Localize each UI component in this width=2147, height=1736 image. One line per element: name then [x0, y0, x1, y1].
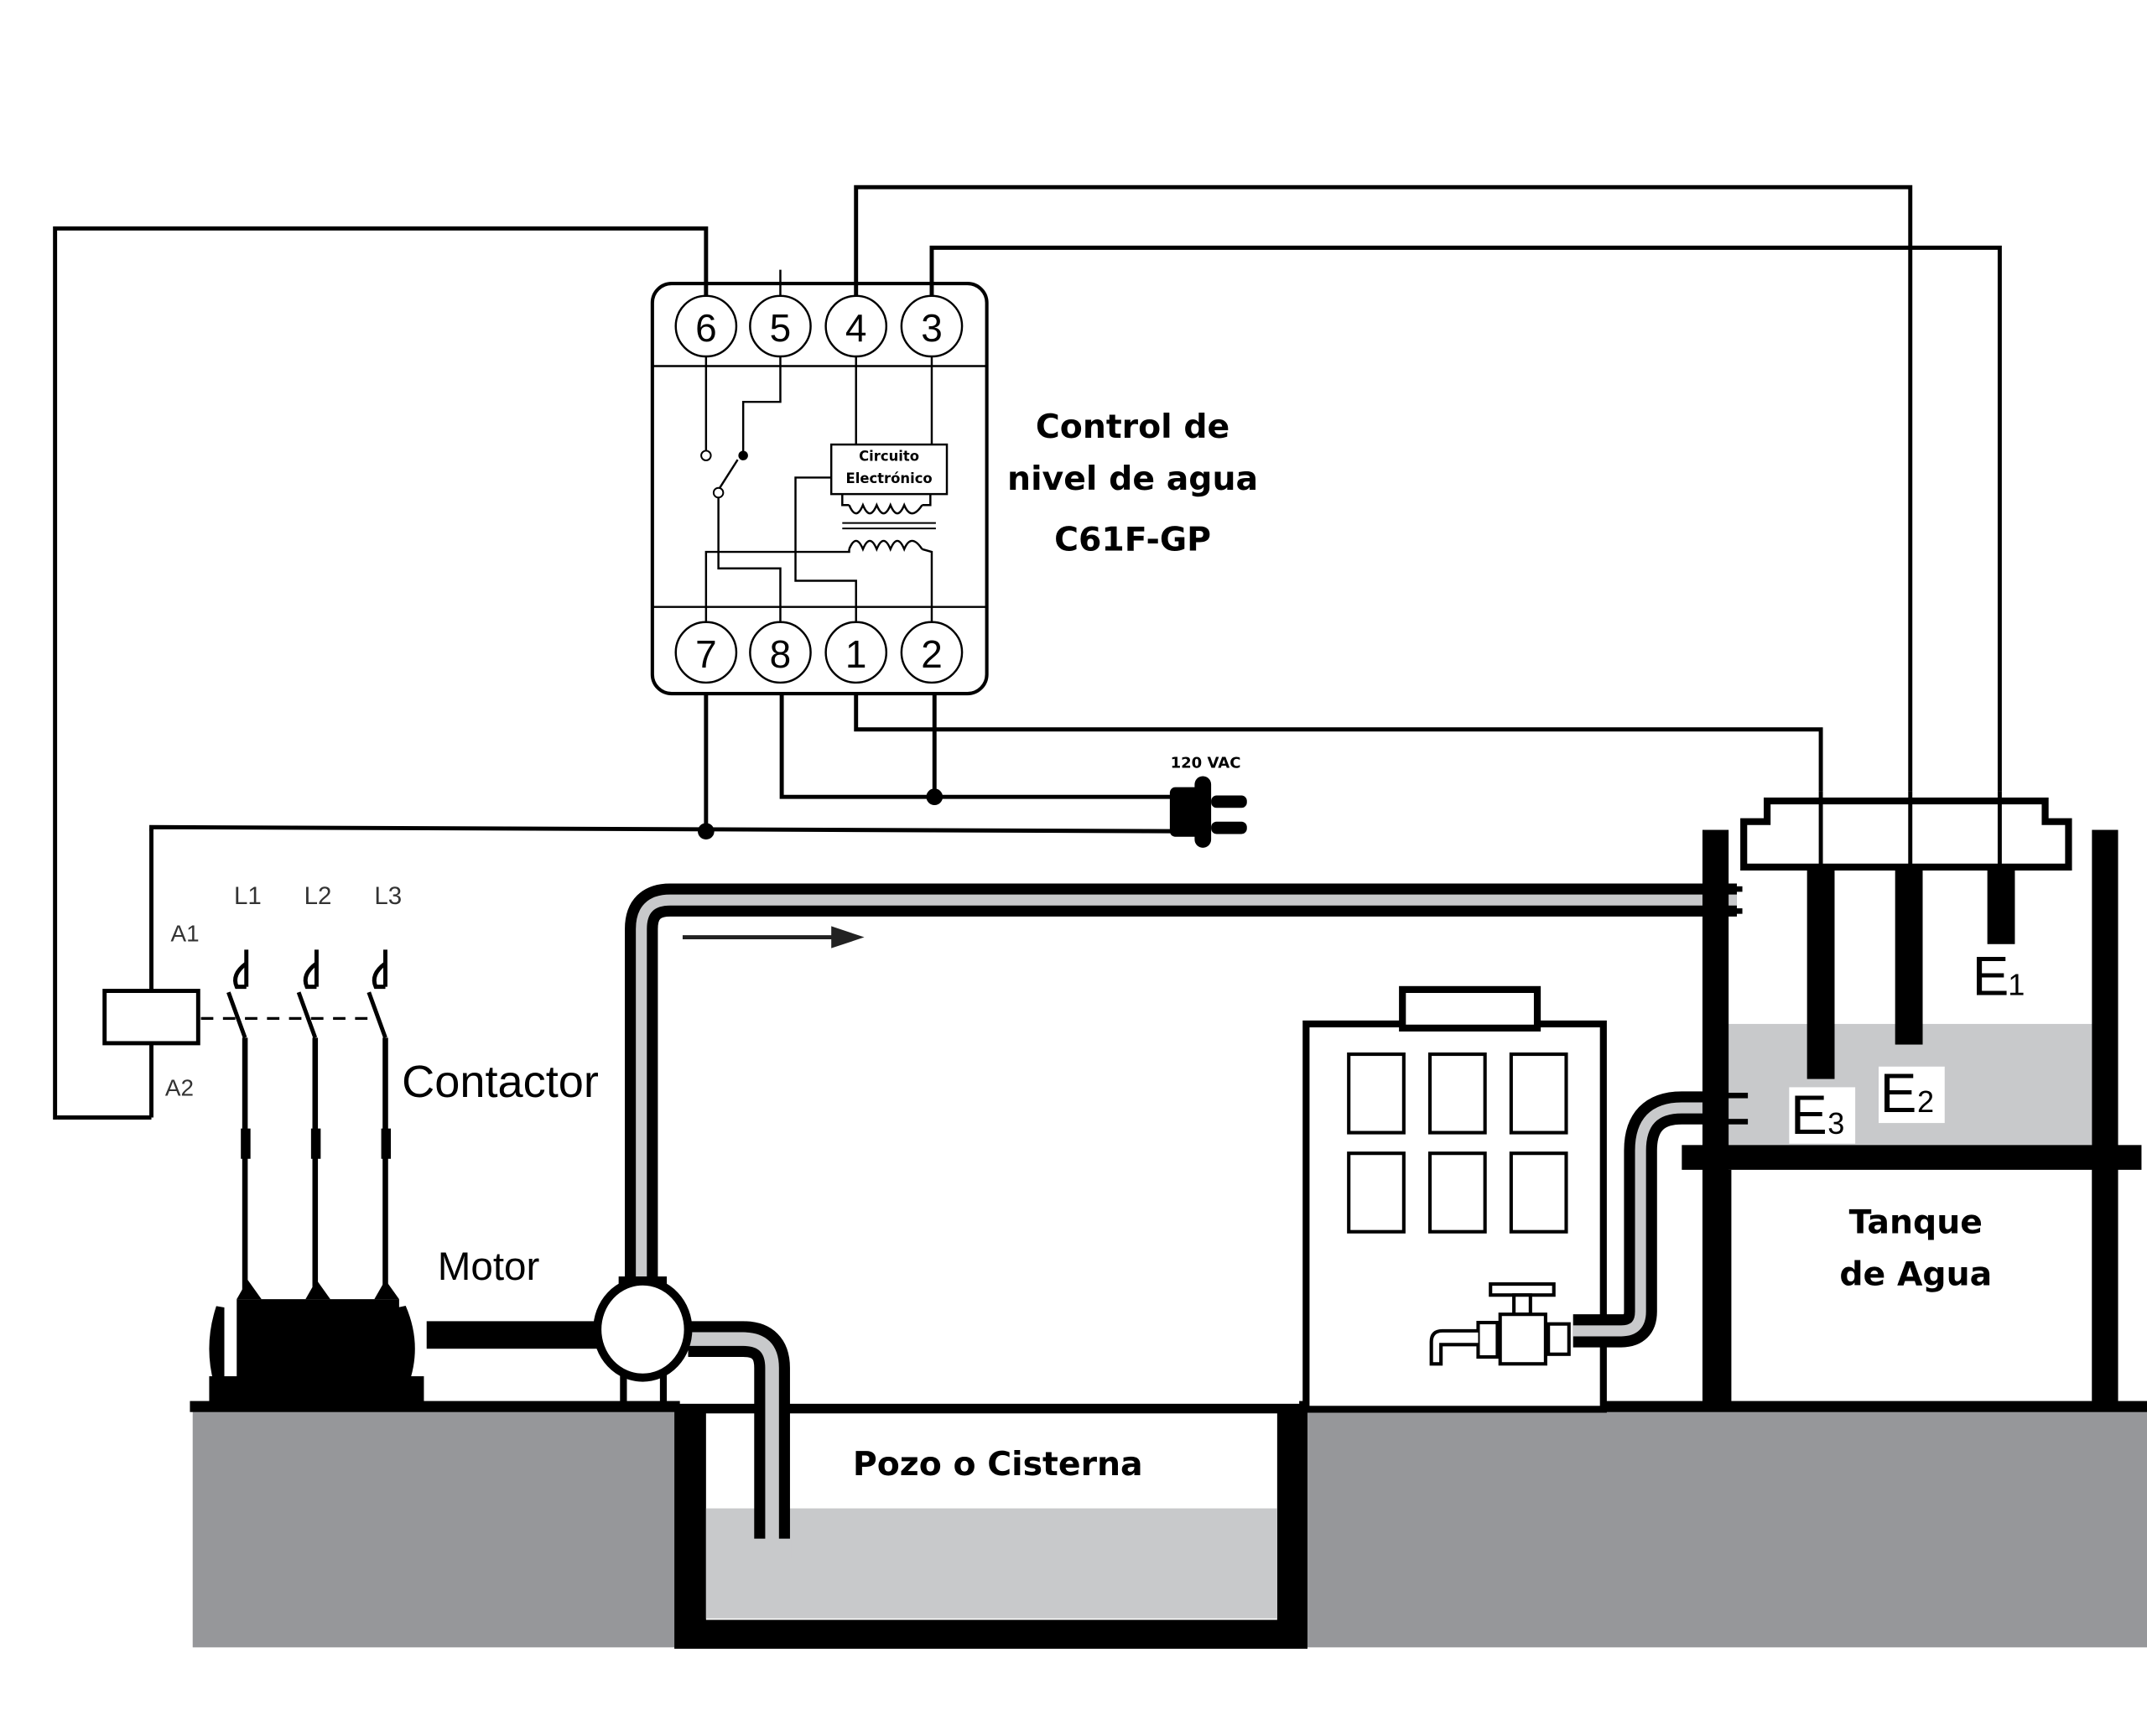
phase-l3: L3 [366, 882, 402, 1294]
svg-text:1: 1 [2008, 967, 2025, 1001]
svg-text:3: 3 [921, 306, 943, 350]
wire-terminal-8 [779, 692, 1184, 799]
pump [593, 1276, 693, 1404]
terminal-4[interactable]: 4 [824, 294, 888, 358]
contactor-label: Contactor [402, 1057, 599, 1107]
terminal-3[interactable]: 3 [900, 294, 964, 358]
terminal-8[interactable]: 8 [749, 621, 812, 684]
controller-title: Control de nivel de agua C61F-GP [1007, 408, 1258, 559]
window [1509, 1052, 1568, 1135]
relay-contact-nc [700, 450, 712, 461]
wire-terminal-3 [929, 245, 2002, 792]
wire-terminal-6-coil [53, 226, 709, 1120]
tank-floor [1682, 1145, 2142, 1170]
electrode-e2 [1895, 868, 1923, 1045]
wire-terminal-4 [854, 185, 1913, 792]
coil-a2-label: A2 [165, 1074, 194, 1100]
ground-left [192, 1409, 678, 1648]
window [1427, 1151, 1487, 1234]
cistern-water [705, 1508, 1277, 1619]
circuit-label-1: Circuito [859, 449, 919, 465]
contactor: A1 A2 L1 L2 L3 Contactor [57, 828, 599, 1294]
title-line-3: C61F-GP [1054, 520, 1211, 559]
controller-body [650, 282, 989, 696]
motor-shaft [426, 1321, 606, 1349]
motor-label: Motor [438, 1245, 540, 1289]
window [1347, 1151, 1406, 1234]
window [1347, 1052, 1406, 1135]
phase-l1: L1 [226, 882, 262, 1294]
wire-terminal-1 [854, 692, 1823, 792]
title-line-1: Control de [1036, 408, 1229, 446]
junction-node [926, 788, 944, 806]
svg-text:E: E [1973, 945, 2009, 1006]
window [1427, 1052, 1487, 1135]
svg-text:7: 7 [695, 632, 717, 676]
electronic-circuit-box [829, 443, 949, 496]
terminal-6[interactable]: 6 [674, 294, 738, 358]
ground-right [1302, 1409, 2147, 1648]
cistern-label: Pozo o Cisterna [853, 1445, 1143, 1484]
svg-text:1: 1 [845, 632, 867, 676]
svg-text:5: 5 [770, 306, 792, 350]
label-e1: E 1 [1973, 945, 2025, 1006]
tank-label-1: Tanque [1849, 1203, 1983, 1241]
transformer-icon [704, 494, 936, 622]
phase-l1-label: L1 [234, 882, 262, 910]
electrode-e3 [1806, 868, 1835, 1079]
title-line-2: nivel de agua [1007, 460, 1258, 498]
junction-node [698, 823, 715, 840]
suction-pipe [688, 1321, 792, 1558]
window [1509, 1151, 1568, 1234]
relay-contact-no [738, 450, 748, 460]
internal-circuit: Circuito Electrónico [700, 356, 949, 622]
power-plug-icon: 120 VAC [1169, 755, 1247, 848]
relay-switch-arm [717, 459, 739, 491]
tank-label-2: de Agua [1839, 1255, 1992, 1294]
electrode-holder [1740, 797, 2072, 871]
faucet-icon [1429, 1282, 1571, 1366]
label-e3: E 3 [1791, 1084, 1844, 1146]
svg-text:E: E [1791, 1084, 1827, 1146]
level-controller: 6 5 4 3 7 8 1 2 Circuito Electrónico [650, 269, 989, 696]
supply-pipe [1573, 1091, 1737, 1348]
electrode-e1 [1987, 868, 2015, 944]
ground [190, 1401, 2147, 1648]
coil-a1-label: A1 [170, 920, 199, 946]
svg-text:4: 4 [845, 306, 867, 350]
phase-l2: L2 [296, 882, 332, 1294]
power-label: 120 VAC [1171, 755, 1241, 772]
phase-l3-label: L3 [374, 882, 402, 910]
arrow-head-icon [831, 926, 865, 949]
svg-text:2: 2 [921, 632, 943, 676]
wiring [53, 185, 2002, 1120]
terminal-1[interactable]: 1 [824, 621, 888, 684]
label-e2: E 2 [1880, 1063, 1934, 1124]
terminal-5[interactable]: 5 [749, 294, 812, 358]
discharge-pipe [625, 883, 1737, 1281]
terminal-7[interactable]: 7 [674, 621, 738, 684]
phase-l2-label: L2 [304, 882, 332, 910]
motor: Motor [209, 1245, 606, 1407]
wire-a1 [149, 824, 1184, 834]
terminal-2[interactable]: 2 [900, 621, 964, 684]
relay-common [712, 486, 725, 499]
svg-text:3: 3 [1827, 1106, 1844, 1141]
svg-text:2: 2 [1917, 1084, 1934, 1119]
circuit-label-2: Electrónico [846, 470, 933, 486]
svg-text:8: 8 [770, 632, 792, 676]
water-tank: E 1 E 2 E 3 Tanque de Agua [1682, 791, 2142, 1408]
svg-text:E: E [1880, 1063, 1917, 1124]
contactor-coil [102, 989, 200, 1046]
svg-text:6: 6 [695, 306, 717, 350]
